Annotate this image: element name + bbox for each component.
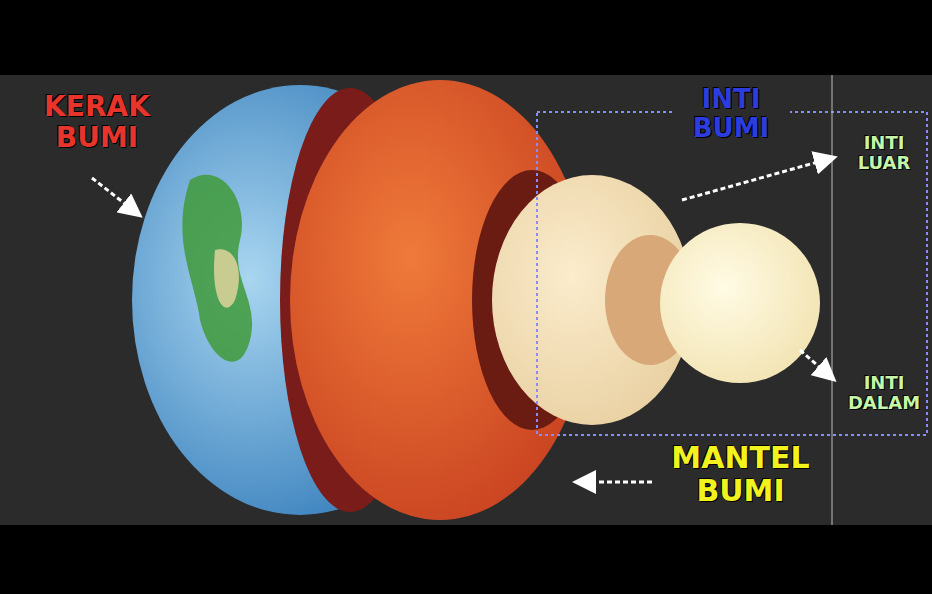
group-label: INTI BUMI — [672, 84, 790, 143]
layer-label: MANTEL BUMI — [658, 440, 823, 508]
layer-label: INTI DALAM — [842, 372, 926, 414]
layer-label: INTI LUAR — [842, 132, 926, 174]
layer-label: KERAK BUMI — [22, 92, 172, 154]
